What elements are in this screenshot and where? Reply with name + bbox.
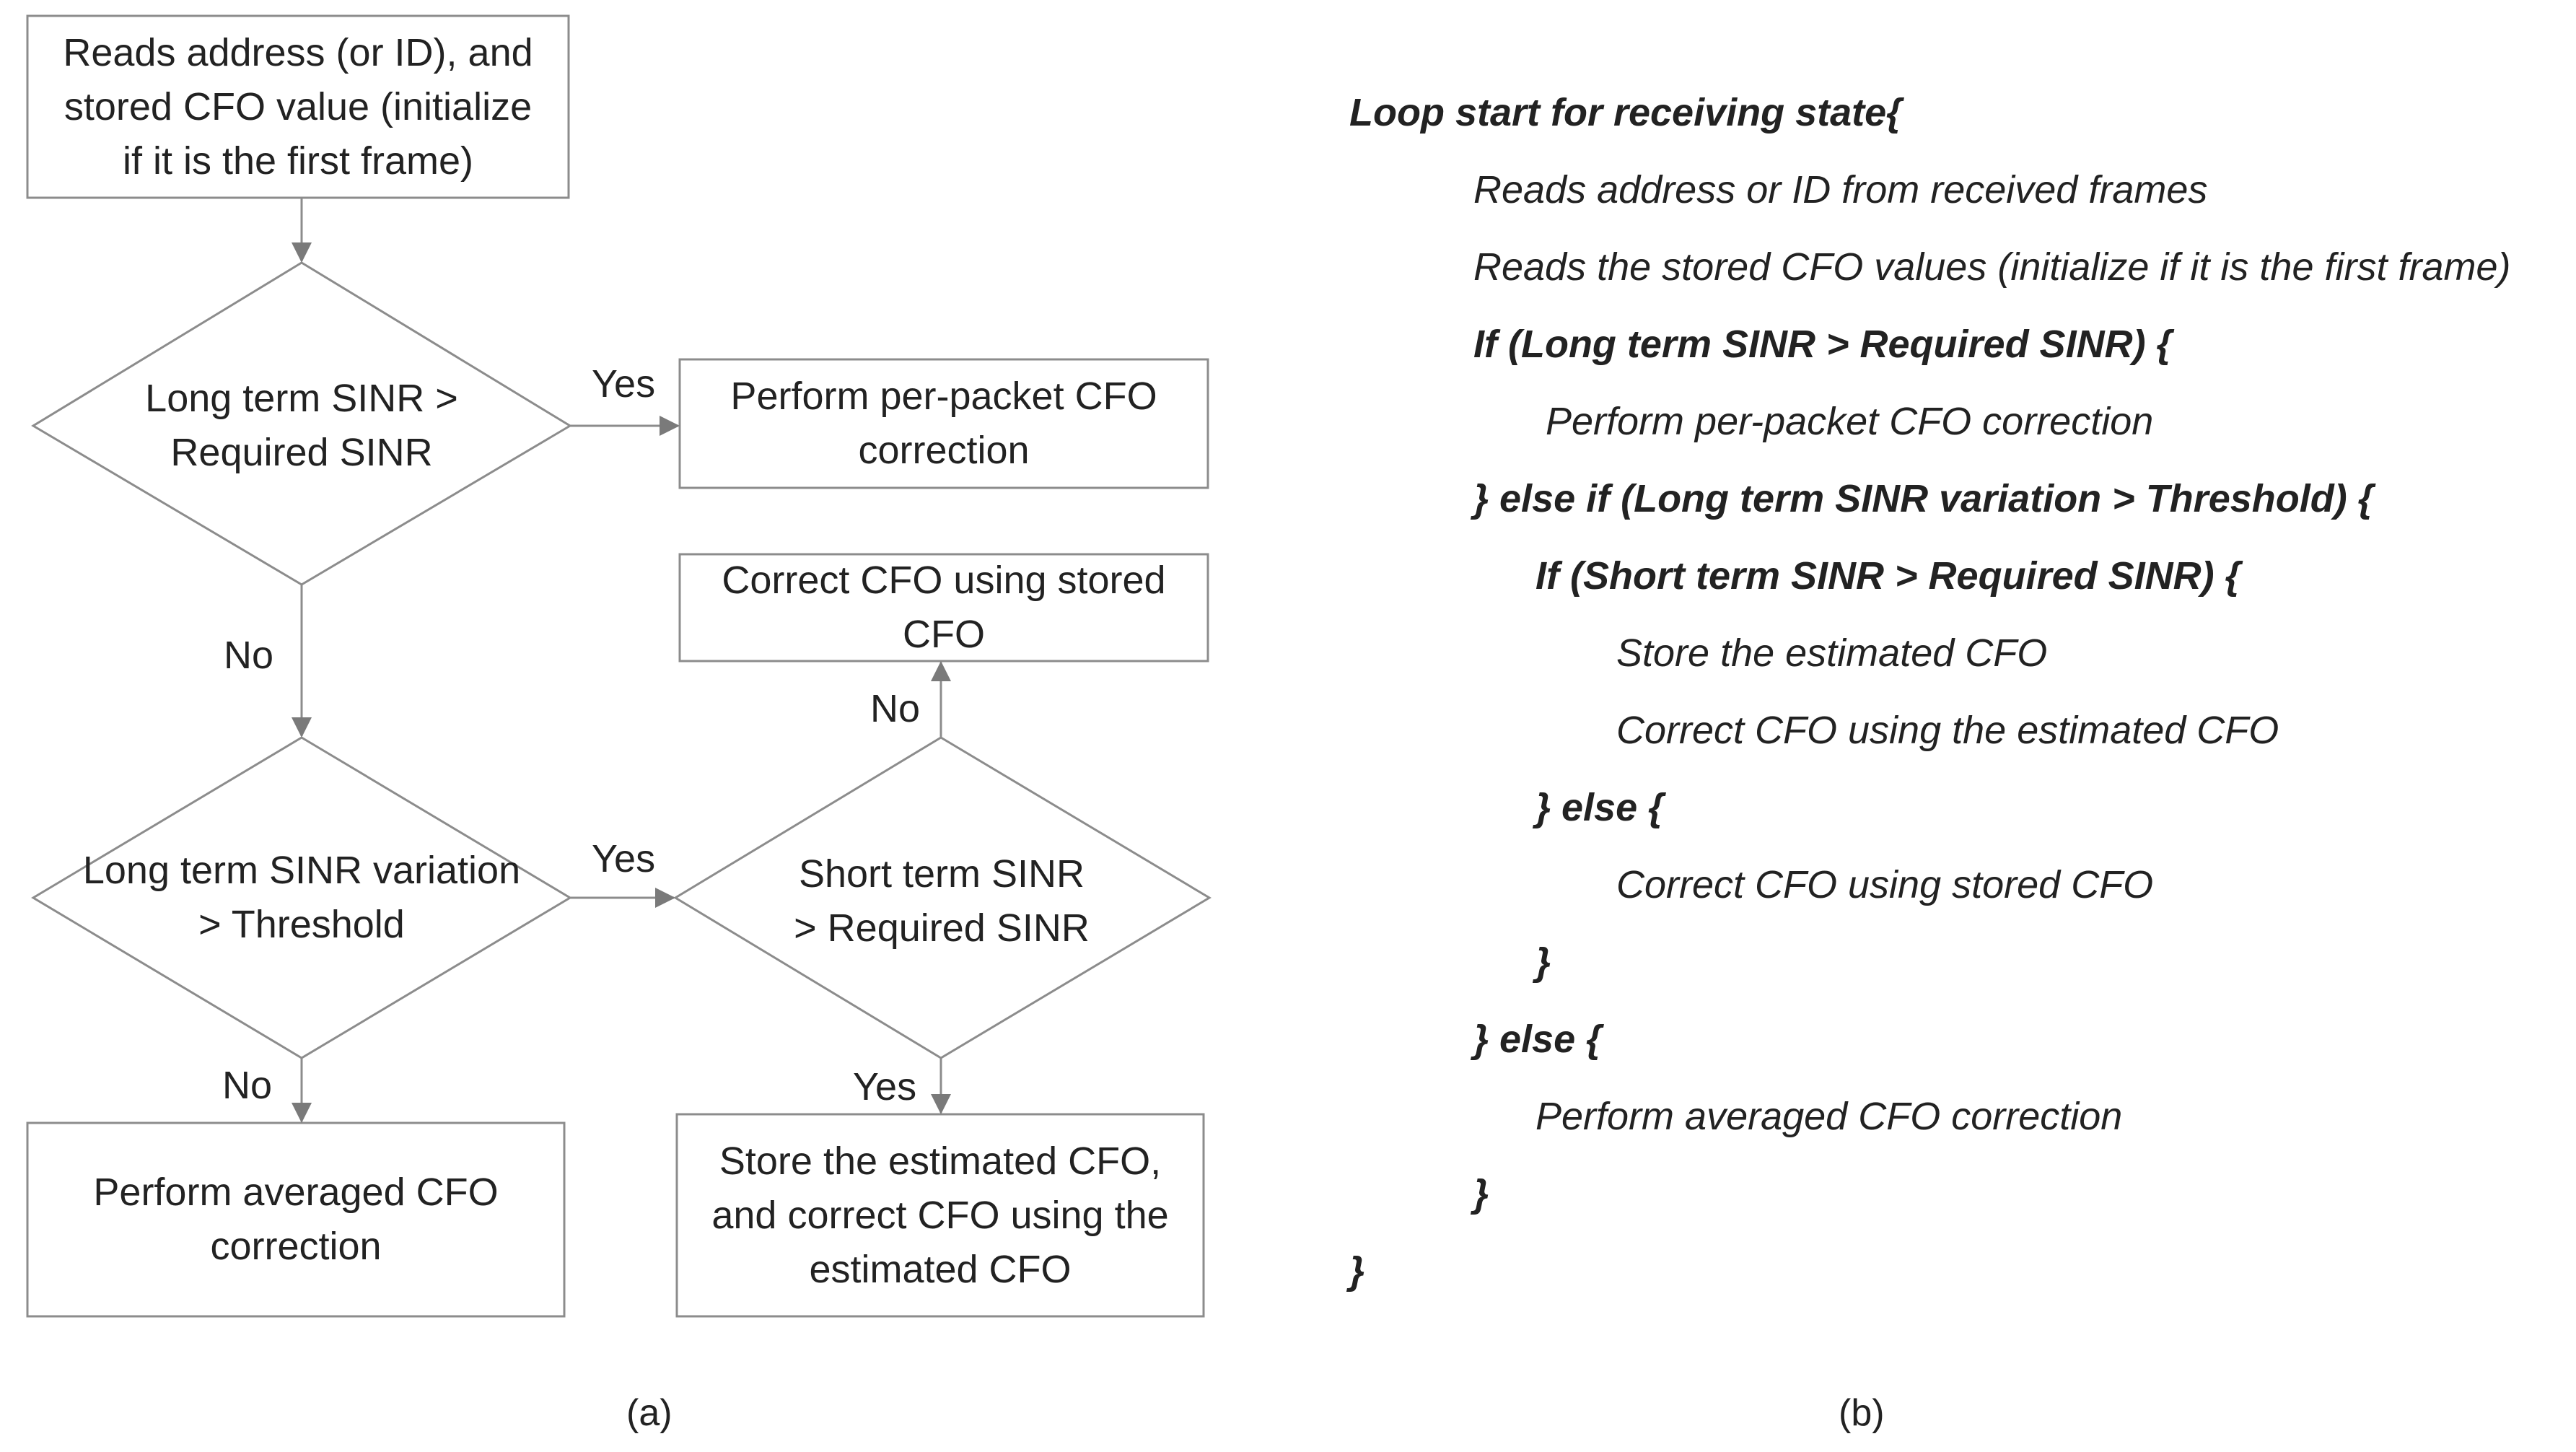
edge-label-short-no: No xyxy=(870,687,921,730)
edge-label-short-yes: Yes xyxy=(853,1065,917,1108)
store-estimated-text: Store the estimated CFO, and correct CFO… xyxy=(677,1114,1204,1316)
decision-long-sinr-line-1: Long term SINR > xyxy=(145,377,458,420)
code-line-7: If (Short term SINR > Required SINR) { xyxy=(1535,554,2240,598)
code-line-3: Reads the stored CFO values (initialize … xyxy=(1473,245,2511,289)
code-line-4: If (Long term SINR > Required SINR) { xyxy=(1473,323,2172,366)
store-estimated-line-1: Store the estimated CFO, xyxy=(719,1139,1162,1183)
start-line-1: Reads address (or ID), and xyxy=(63,30,533,74)
decision-long-sinr-line-2: Required SINR xyxy=(170,431,433,474)
per-packet-line-1: Perform per-packet CFO xyxy=(730,375,1157,418)
correct-stored-line-1: Correct CFO using stored xyxy=(722,559,1166,602)
code-line-16: } xyxy=(1349,1249,1365,1293)
averaged-line-1: Perform averaged CFO xyxy=(93,1171,499,1214)
averaged-line-2: correction xyxy=(210,1225,382,1268)
code-line-11: Correct CFO using stored CFO xyxy=(1616,863,2154,906)
start-box xyxy=(26,14,570,199)
decision-short-sinr-line-2: > Required SINR xyxy=(794,906,1090,950)
code-line-8: Store the estimated CFO xyxy=(1616,631,2048,675)
decision-long-sinr-text: Long term SINR > Required SINR xyxy=(79,346,524,505)
per-packet-line-2: correction xyxy=(858,429,1030,472)
store-estimated-line-2: and correct CFO using the xyxy=(711,1193,1169,1237)
code-line-14: Perform averaged CFO correction xyxy=(1535,1095,2123,1138)
caption-a: (a) xyxy=(626,1392,673,1434)
correct-stored-text: Correct CFO using stored CFO xyxy=(680,554,1208,661)
start-text: Reads address (or ID), and stored CFO va… xyxy=(27,16,569,198)
caption-b: (b) xyxy=(1839,1392,1885,1434)
per-packet-box xyxy=(678,358,1209,489)
code-line-13: } else { xyxy=(1473,1018,1602,1061)
code-line-12: } xyxy=(1535,940,1551,984)
start-line-3: if it is the first frame) xyxy=(122,139,474,183)
decision-variation-line-1: Long term SINR variation xyxy=(82,849,521,892)
code-line-10: } else { xyxy=(1535,786,1664,829)
edge-label-long-no: No xyxy=(224,634,274,677)
code-line-2: Reads address or ID from received frames xyxy=(1473,168,2208,211)
decision-short-sinr-line-1: Short term SINR xyxy=(798,852,1085,896)
code-line-5: Perform per-packet CFO correction xyxy=(1546,400,2154,443)
decision-variation-text: Long term SINR variation > Threshold xyxy=(43,818,560,977)
code-line-15: } xyxy=(1473,1172,1489,1215)
per-packet-text: Perform per-packet CFO correction xyxy=(680,359,1208,488)
code-line-9: Correct CFO using the estimated CFO xyxy=(1616,709,2279,752)
store-estimated-line-3: estimated CFO xyxy=(809,1247,1072,1291)
averaged-box xyxy=(26,1121,566,1318)
edge-label-long-yes: Yes xyxy=(592,362,656,406)
correct-stored-line-2: CFO xyxy=(903,613,985,656)
code-line-1: Loop start for receiving state{ xyxy=(1349,91,1902,134)
start-line-2: stored CFO value (initialize xyxy=(63,84,533,128)
decision-variation-line-2: > Threshold xyxy=(198,903,405,946)
store-estimated-box xyxy=(675,1113,1205,1318)
code-line-6: } else if (Long term SINR variation > Th… xyxy=(1473,477,2373,520)
averaged-text: Perform averaged CFO correction xyxy=(27,1123,564,1316)
edge-label-variation-yes: Yes xyxy=(592,837,656,880)
edge-label-variation-no: No xyxy=(222,1064,273,1107)
decision-short-sinr-text: Short term SINR > Required SINR xyxy=(722,826,1162,977)
